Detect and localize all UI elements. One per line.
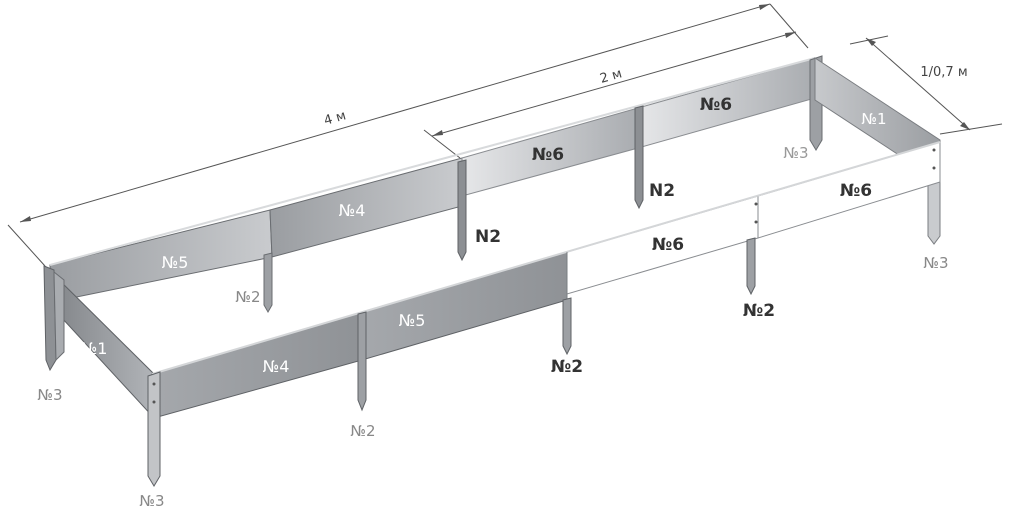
label-front-6-mid: №6 — [652, 235, 684, 255]
label-front-5: №5 — [399, 311, 426, 330]
stake-back-mid — [457, 159, 467, 262]
back-panel-4 — [269, 157, 463, 258]
label-stake-back-corner: №3 — [783, 144, 808, 162]
stake-front-left-corner — [147, 371, 161, 487]
label-stake-front-c: №2 — [743, 301, 775, 321]
stake-back-right — [634, 105, 644, 210]
dimension-label-width: 1/0,7 м — [920, 65, 967, 80]
label-stake-back-left: №2 — [235, 288, 260, 306]
dimension-label-half-length: 2 м — [598, 66, 623, 87]
label-right-1: №1 — [861, 110, 886, 128]
label-front-4: №4 — [263, 357, 290, 376]
label-back-5: №5 — [162, 253, 189, 272]
dimension-length-4m — [7, 3, 809, 267]
label-left-1: №1 — [81, 339, 108, 358]
dimension-label-length: 4 м — [322, 108, 347, 129]
label-stake-front-left-corner: №3 — [139, 492, 164, 510]
front-panel-5 — [361, 251, 568, 361]
stake-back-left — [263, 252, 273, 314]
stake-front-b — [562, 297, 572, 356]
label-stake-front-right-corner: №3 — [923, 254, 948, 272]
label-stake-front-a: №2 — [350, 422, 375, 440]
stake-front-a — [357, 311, 367, 412]
label-stake-left-outer: №3 — [37, 386, 62, 404]
label-back-6-right: №6 — [700, 95, 732, 115]
stake-front-c — [746, 237, 756, 296]
label-back-4: №4 — [339, 201, 366, 220]
label-stake-back-mid: N2 — [475, 227, 501, 247]
label-back-6-mid: №6 — [532, 145, 564, 165]
dimension-width — [849, 35, 1003, 135]
label-front-6-right: №6 — [840, 181, 872, 201]
label-stake-back-right: N2 — [649, 181, 675, 201]
dimension-length-2m — [423, 31, 797, 159]
label-stake-front-b: №2 — [551, 357, 583, 377]
stake-left-back-corner — [43, 265, 57, 372]
